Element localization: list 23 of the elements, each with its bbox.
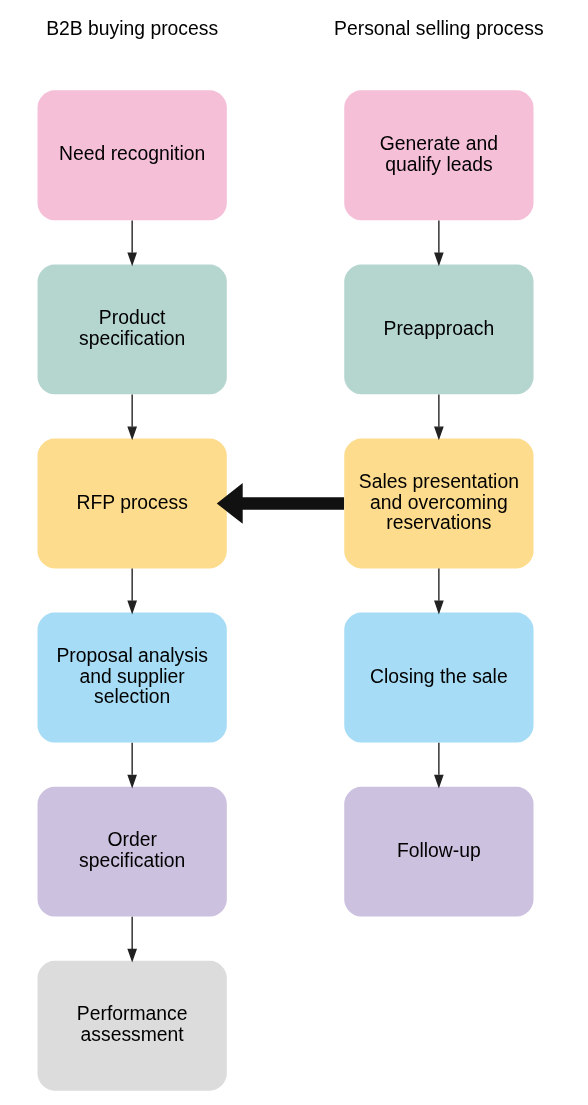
node-box: Order specification [37, 786, 227, 917]
arrow [433, 219, 444, 267]
node-box: Performance assessment [37, 960, 227, 1091]
node-box: Generate and qualify leads [343, 90, 533, 221]
node-box: Proposal analysis and supplier selection [37, 612, 227, 743]
node-box: Need recognition [37, 90, 227, 221]
label: Personal selling process [333, 17, 544, 40]
arrow [126, 567, 137, 615]
arrow [216, 483, 344, 524]
node-box: Closing the sale [343, 612, 533, 743]
arrow [433, 393, 444, 441]
node-box: Product specification [37, 264, 227, 395]
node-box: Preapproach [343, 264, 533, 395]
arrow [126, 742, 137, 789]
node-box: Follow-up [343, 786, 533, 917]
arrow [126, 916, 137, 963]
arrow [126, 393, 137, 441]
node-box: Sales presentation and overcoming reservations [343, 438, 533, 569]
arrow [126, 219, 137, 267]
arrow [433, 742, 444, 789]
arrow [433, 567, 444, 615]
label: B2B buying process [45, 17, 218, 40]
node-box: RFP process [37, 438, 227, 569]
